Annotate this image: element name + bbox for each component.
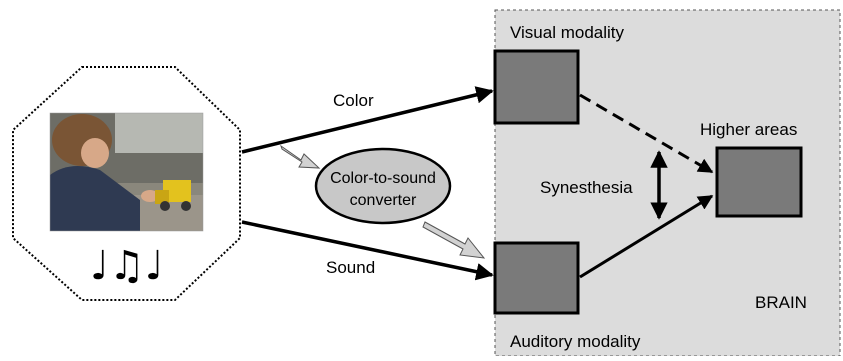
higher-areas-box bbox=[715, 146, 803, 218]
color-to-sound-converter bbox=[314, 147, 452, 225]
hollow-arrow-to-auditory bbox=[422, 221, 486, 259]
auditory-modality-label: Auditory modality bbox=[510, 332, 641, 351]
visual-to-higher-dashed-arrow bbox=[579, 93, 714, 174]
visual-modality-box bbox=[493, 49, 580, 125]
auditory-to-higher-arrow bbox=[579, 194, 714, 279]
converter-label-line1: Color-to-sound bbox=[330, 170, 436, 187]
sound-arrow bbox=[241, 220, 494, 281]
music-notes-icon: ♩♫♩ bbox=[90, 243, 164, 289]
sound-label: Sound bbox=[326, 258, 375, 277]
child-photo bbox=[50, 113, 203, 231]
color-label: Color bbox=[333, 91, 374, 110]
auditory-modality-box bbox=[493, 241, 580, 315]
color-arrow bbox=[241, 86, 494, 154]
brain-label: BRAIN bbox=[755, 293, 807, 312]
converter-label-line2: converter bbox=[350, 192, 417, 209]
synesthesia-label: Synesthesia bbox=[540, 178, 633, 197]
visual-modality-label: Visual modality bbox=[510, 23, 625, 42]
stimulus-octagon bbox=[12, 66, 241, 301]
higher-areas-label: Higher areas bbox=[700, 120, 797, 139]
hollow-arrow-to-converter bbox=[280, 144, 321, 169]
